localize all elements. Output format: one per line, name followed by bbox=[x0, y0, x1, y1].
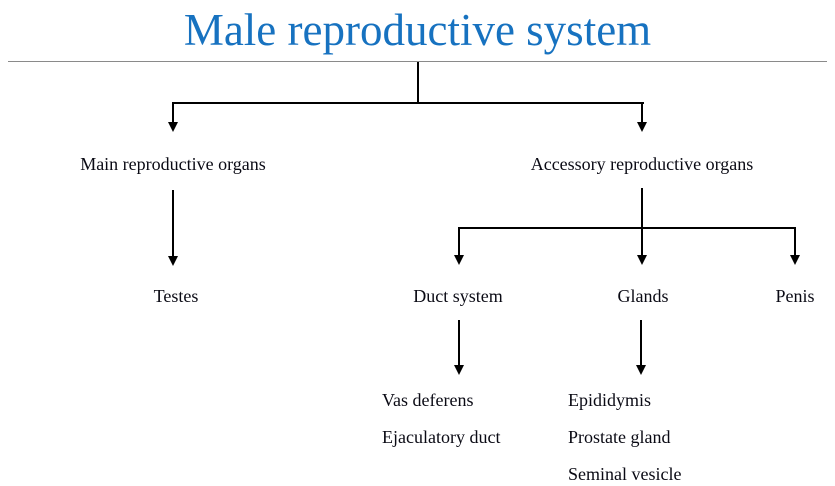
arrowhead-to-penis bbox=[790, 255, 800, 265]
connector-to-penis bbox=[794, 227, 796, 257]
node-penis: Penis bbox=[775, 286, 815, 306]
leaf-prostate-gland: Prostate gland bbox=[568, 427, 671, 447]
connector-to-accessory-organs bbox=[641, 102, 643, 124]
leaf-list-duct-system: Vas deferens Ejaculatory duct bbox=[382, 382, 500, 456]
title-divider bbox=[8, 61, 827, 62]
leaf-ejaculatory-duct: Ejaculatory duct bbox=[382, 427, 501, 447]
leaf-epididymis: Epididymis bbox=[568, 390, 652, 410]
connector-to-duct-system bbox=[458, 227, 460, 257]
leaf-vas-deferens: Vas deferens bbox=[382, 390, 474, 410]
node-duct-system: Duct system bbox=[413, 286, 503, 306]
connector-glands-to-leaves bbox=[640, 320, 642, 367]
arrowhead-to-duct-system-leaves bbox=[454, 365, 464, 375]
connector-accessory-stem bbox=[641, 188, 643, 229]
arrowhead-to-accessory-organs bbox=[637, 122, 647, 132]
connector-to-glands bbox=[641, 227, 643, 257]
connector-to-main-organs bbox=[172, 102, 174, 124]
connector-level2-bar bbox=[458, 227, 796, 229]
node-accessory-reproductive-organs: Accessory reproductive organs bbox=[530, 154, 754, 174]
node-main-reproductive-organs: Main reproductive organs bbox=[80, 154, 266, 174]
connector-root-stem bbox=[417, 62, 419, 103]
arrowhead-to-glands bbox=[637, 255, 647, 265]
leaf-seminal-vesicle: Seminal vesicle bbox=[568, 464, 682, 484]
arrowhead-to-duct-system bbox=[454, 255, 464, 265]
connector-level1-bar bbox=[172, 102, 644, 104]
arrowhead-to-testes bbox=[168, 256, 178, 266]
arrowhead-to-glands-leaves bbox=[636, 365, 646, 375]
arrowhead-to-main-organs bbox=[168, 122, 178, 132]
connector-main-organs-to-testes bbox=[172, 190, 174, 258]
page-title: Male reproductive system bbox=[183, 5, 652, 55]
node-testes: Testes bbox=[153, 286, 199, 306]
node-glands: Glands bbox=[617, 286, 669, 306]
leaf-list-glands: Epididymis Prostate gland Seminal vesicl… bbox=[568, 382, 681, 486]
connector-duct-system-to-leaves bbox=[458, 320, 460, 367]
